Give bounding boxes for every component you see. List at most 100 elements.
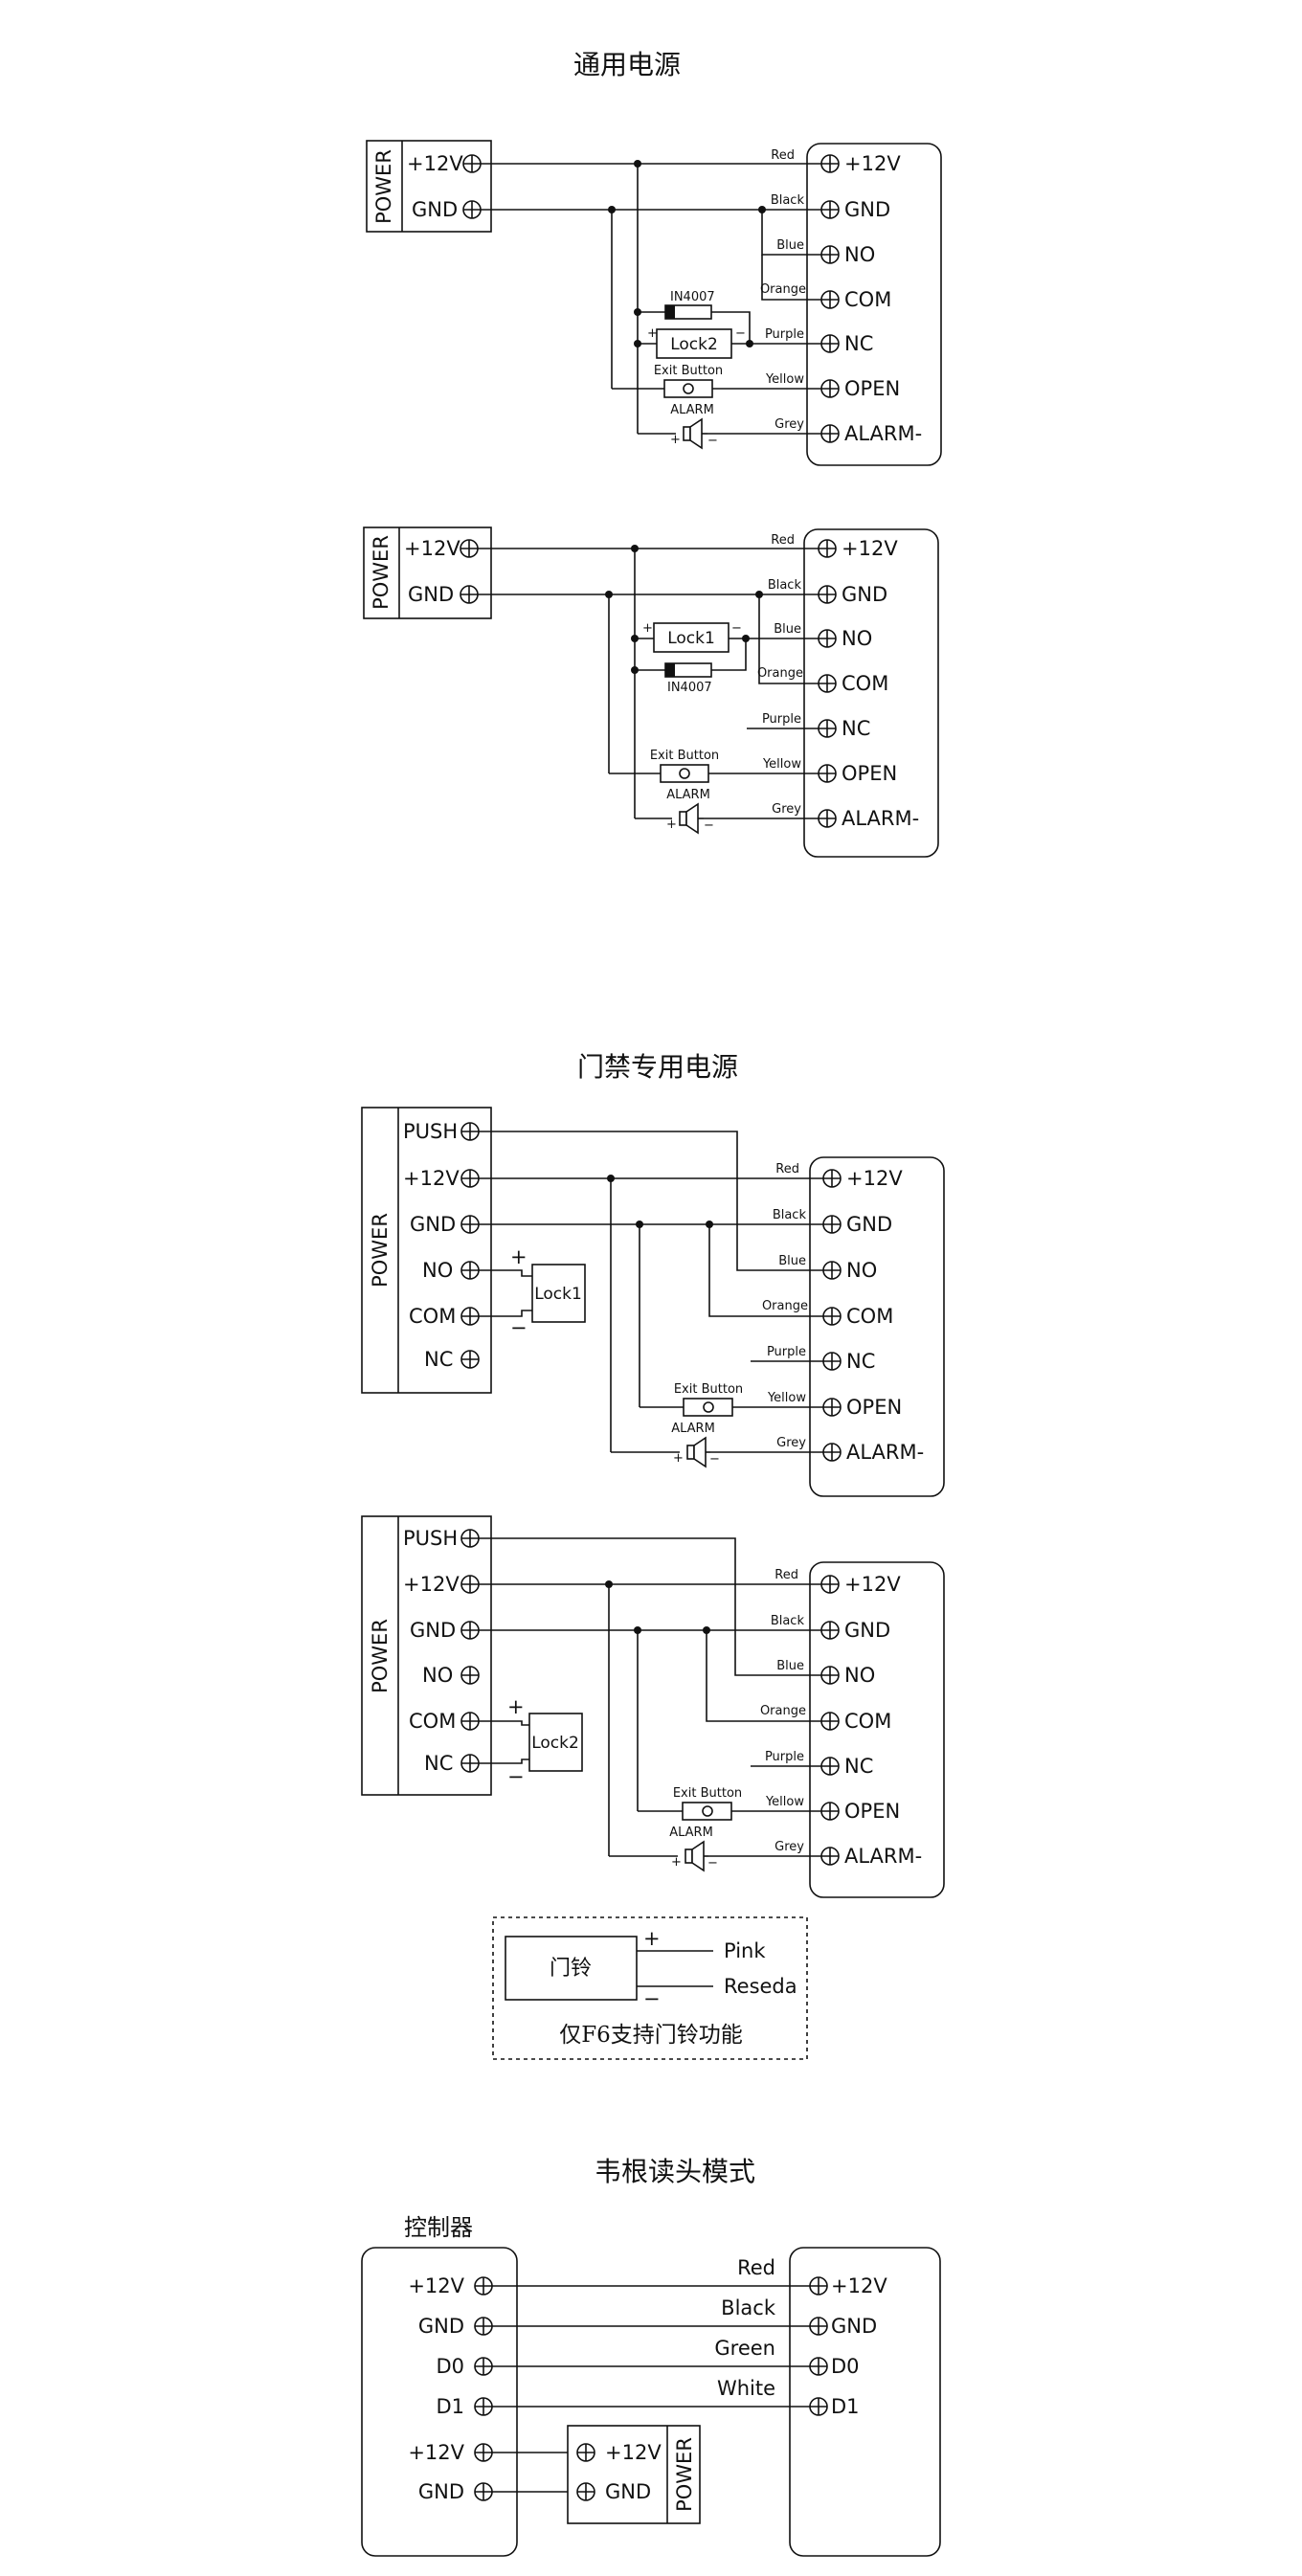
screw-terminal-icon — [460, 585, 479, 604]
controller-pin-com-label: COM — [842, 672, 888, 695]
controller-pin-12v-label: +12V — [844, 152, 901, 175]
controller-pin-gnd-label: GND — [842, 583, 887, 606]
lock2-box — [528, 1713, 583, 1772]
wire-label-green: Green — [714, 2337, 775, 2360]
minus-sign: − — [707, 434, 718, 448]
wire-label-orange: Orange — [762, 1299, 808, 1313]
lock2-label: Lock2 — [670, 335, 718, 354]
doorbell-label: 门铃 — [550, 1957, 592, 1981]
wire-label-yellow: Yellow — [765, 372, 804, 387]
controller-pin-com-label: COM — [846, 1305, 893, 1328]
minus-sign: − — [709, 1452, 720, 1467]
minus-sign: − — [704, 818, 714, 833]
wire-label-blue: Blue — [774, 622, 801, 637]
screw-terminal-icon — [820, 245, 840, 264]
wire-label-orange: Orange — [760, 1704, 806, 1718]
screw-terminal-icon — [820, 290, 840, 309]
lock2-label: Lock2 — [531, 1734, 579, 1753]
controller-pin-gnd-label: GND — [844, 198, 890, 221]
minus-sign: − — [735, 326, 746, 341]
section-title-general-power: 通用电源 — [573, 49, 681, 80]
alarm-speaker-icon — [679, 802, 699, 835]
controller-pin-alarm-label: ALARM- — [842, 807, 919, 830]
screw-terminal-icon — [576, 2482, 595, 2501]
diagram-general-lock1: POWER +12V GND Red +12V Black GND Blue N… — [363, 526, 939, 858]
controller-pin-open-label: OPEN — [844, 1800, 900, 1823]
wire-label-grey: Grey — [776, 1436, 806, 1450]
controller-pin-gnd-label: GND — [418, 2315, 464, 2338]
screw-terminal-icon — [460, 1261, 480, 1280]
minus-sign: − — [707, 1856, 718, 1870]
controller-pin-no-label: NO — [844, 1664, 875, 1687]
exit-button-label: Exit Button — [650, 749, 719, 763]
doorbell-note-text: 仅F6支持门铃功能 — [559, 2023, 743, 2048]
power-supply-box — [361, 1515, 492, 1796]
alarm-label: ALARM — [671, 1422, 715, 1436]
screw-terminal-icon — [809, 2276, 828, 2296]
alarm-speaker-icon — [683, 417, 703, 450]
wire-label-black: Black — [721, 2296, 776, 2319]
wire-label-white: White — [717, 2377, 775, 2400]
power-pin-nc-label: NC — [424, 1752, 453, 1775]
power-pin-12v-label: +12V — [407, 152, 463, 175]
wire-label-red: Red — [771, 533, 795, 548]
screw-terminal-icon — [474, 2317, 493, 2336]
diagram-general-lock2: POWER +12V GND Red +12V Black GND Blue N… — [366, 140, 942, 466]
plus-sign: + — [671, 1855, 682, 1870]
minus-sign: − — [643, 1987, 661, 2010]
screw-terminal-icon — [818, 674, 837, 693]
power-label: POWER — [372, 149, 395, 224]
controller-pin-no-label: NO — [846, 1259, 877, 1282]
screw-terminal-icon — [460, 1169, 480, 1188]
screw-terminal-icon — [820, 1802, 840, 1821]
screw-terminal-icon — [820, 1757, 840, 1776]
screw-terminal-icon — [460, 1122, 480, 1141]
screw-terminal-icon — [460, 1712, 480, 1731]
alarm-speaker-icon — [685, 1840, 705, 1872]
wire-label-black: Black — [771, 1614, 805, 1628]
controller-pin-com-label: COM — [844, 288, 891, 311]
wire-label-orange: Orange — [760, 282, 806, 297]
wire-label-red: Red — [737, 2256, 775, 2279]
wire-label-blue: Blue — [776, 1659, 804, 1673]
wire-label-purple: Purple — [765, 1750, 804, 1764]
screw-terminal-icon — [809, 2317, 828, 2336]
diode-label: IN4007 — [667, 681, 712, 695]
power-pin-no-label: NO — [422, 1259, 453, 1282]
power-pin-gnd-label: GND — [605, 2480, 651, 2503]
controller-pin-nc-label: NC — [846, 1350, 875, 1373]
screw-terminal-icon — [820, 334, 840, 353]
screw-terminal-icon — [809, 2397, 828, 2416]
wire-label-grey: Grey — [774, 417, 804, 432]
lock1-label: Lock1 — [667, 629, 715, 648]
wire-label-yellow: Yellow — [762, 757, 801, 772]
wire-label-purple: Purple — [765, 327, 804, 342]
controller-pin-12v-label: +12V — [408, 2274, 464, 2297]
alarm-speaker-icon — [686, 1436, 707, 1468]
controller-label: 控制器 — [404, 2214, 473, 2241]
screw-terminal-icon — [474, 2357, 493, 2376]
plus-sign: + — [642, 621, 653, 636]
screw-terminal-icon — [474, 2276, 493, 2296]
screw-terminal-icon — [462, 154, 482, 173]
power-supply-box — [361, 1107, 492, 1394]
controller-pin-12v-label: +12V — [842, 537, 898, 560]
controller-pin-nc-label: NC — [844, 332, 873, 355]
screw-terminal-icon — [818, 809, 837, 828]
controller-pin-nc-label: NC — [842, 717, 870, 740]
screw-terminal-icon — [820, 379, 840, 398]
minus-sign: − — [507, 1765, 525, 1788]
exit-button-label: Exit Button — [654, 364, 723, 378]
controller-box — [806, 143, 942, 466]
screw-terminal-icon — [460, 1666, 480, 1685]
wire-label-reseda: Reseda — [724, 1975, 797, 1998]
exit-button-label: Exit Button — [674, 1382, 743, 1397]
doorbell-box — [505, 1936, 638, 2001]
screw-terminal-icon — [460, 1307, 480, 1326]
screw-terminal-icon — [822, 1215, 842, 1234]
wire-label-yellow: Yellow — [767, 1391, 806, 1405]
screw-terminal-icon — [822, 1307, 842, 1326]
wire-label-blue: Blue — [776, 238, 804, 253]
reader-pin-12v-label: +12V — [831, 2274, 887, 2297]
